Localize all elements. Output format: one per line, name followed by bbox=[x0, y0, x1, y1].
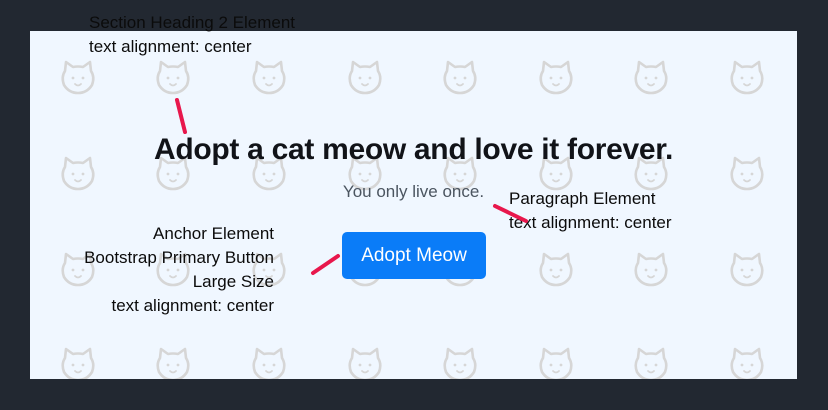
section-heading: Adopt a cat meow and love it forever. bbox=[153, 133, 674, 166]
cat-face-icon bbox=[61, 60, 95, 95]
cat-face-icon bbox=[252, 156, 286, 191]
cat-face-icon bbox=[539, 347, 573, 379]
cat-face-icon bbox=[348, 60, 382, 95]
cat-face-icon bbox=[61, 156, 95, 191]
cat-face-icon bbox=[730, 252, 764, 287]
annotation-paragraph: Paragraph Element text alignment: center bbox=[509, 187, 672, 235]
adopt-meow-button[interactable]: Adopt Meow bbox=[342, 232, 486, 279]
annotation-paragraph-line2: text alignment: center bbox=[509, 213, 672, 232]
cat-face-icon bbox=[348, 156, 382, 191]
cat-face-icon bbox=[539, 252, 573, 287]
cat-face-icon bbox=[539, 156, 573, 191]
annotation-paragraph-line1: Paragraph Element bbox=[509, 189, 656, 208]
paragraph-text: You only live once. bbox=[342, 182, 485, 201]
cat-face-icon bbox=[634, 60, 668, 95]
cat-face-icon bbox=[443, 60, 477, 95]
cat-face-icon bbox=[634, 156, 668, 191]
cat-face-icon bbox=[252, 347, 286, 379]
annotation-anchor: Anchor Element Bootstrap Primary Button … bbox=[40, 222, 274, 318]
cat-face-icon bbox=[61, 347, 95, 379]
cat-face-icon bbox=[156, 156, 190, 191]
cat-face-icon bbox=[443, 347, 477, 379]
annotation-heading-line1: Section Heading 2 Element bbox=[89, 13, 296, 32]
annotation-anchor-line2: Bootstrap Primary Button bbox=[84, 248, 274, 267]
annotation-heading: Section Heading 2 Element text alignment… bbox=[89, 11, 295, 59]
cat-face-icon bbox=[539, 60, 573, 95]
cat-face-icon bbox=[730, 347, 764, 379]
cat-face-icon bbox=[252, 60, 286, 95]
annotation-anchor-line3: Large Size bbox=[192, 272, 274, 291]
cat-face-icon bbox=[730, 156, 764, 191]
cat-face-icon bbox=[252, 252, 286, 287]
annotation-heading-line2: text alignment: center bbox=[89, 37, 252, 56]
cat-face-icon bbox=[348, 347, 382, 379]
cat-face-icon bbox=[156, 347, 190, 379]
cat-face-icon bbox=[156, 60, 190, 95]
annotation-anchor-line1: Anchor Element bbox=[153, 224, 274, 243]
demo-panel: Adopt a cat meow and love it forever. Yo… bbox=[30, 31, 797, 379]
cat-face-icon bbox=[634, 252, 668, 287]
cat-face-icon bbox=[634, 347, 668, 379]
cat-face-icon bbox=[730, 60, 764, 95]
cat-face-icon bbox=[156, 252, 190, 287]
cat-face-icon bbox=[61, 252, 95, 287]
cat-pattern-background bbox=[61, 60, 764, 379]
cat-face-icon bbox=[443, 156, 477, 191]
annotation-anchor-line4: text alignment: center bbox=[111, 296, 274, 315]
